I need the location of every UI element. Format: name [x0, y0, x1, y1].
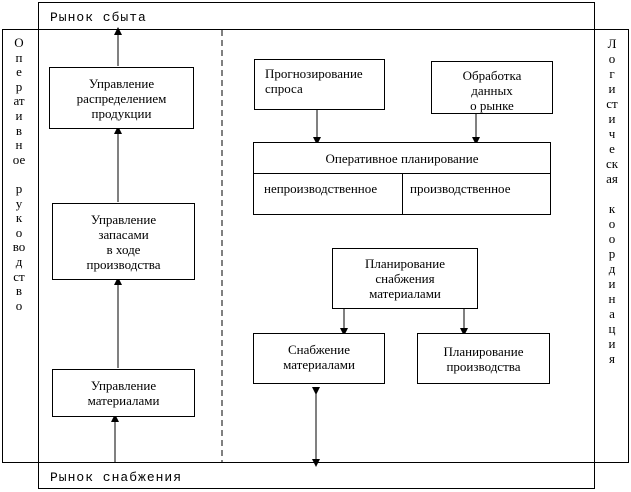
left-side-label: О п е р ат и в н ое р у к о во д ст в о	[12, 35, 26, 313]
production-cell: производственное	[410, 181, 511, 196]
right-side-label: Л о г и ст и ч е ск ая к о о р д и н а ц…	[605, 36, 619, 366]
bottom-label: Рынок снабжения	[50, 470, 183, 485]
box-production-planning: Планирование производства	[417, 333, 550, 384]
box-operational-planning: Оперативное планирование непроизводствен…	[253, 142, 551, 215]
top-label: Рынок сбыта	[50, 10, 147, 25]
box-market-data-processing: Обработка данных о рынке	[431, 61, 553, 114]
box-supply-planning: Планирование снабжения материалами	[332, 248, 478, 309]
non-production-cell: непроизводственное	[264, 181, 378, 196]
operational-planning-divider-v	[402, 173, 403, 215]
box-materials-supply: Снабжение материалами	[253, 333, 385, 384]
box-materials-management: Управление материалами	[52, 369, 195, 417]
inner-frame	[38, 2, 595, 489]
box-stock-management: Управление запасами в ходе производства	[52, 203, 195, 280]
operational-planning-title: Оперативное планирование	[325, 151, 479, 166]
box-distribution-management: Управление распределением продукции	[49, 67, 194, 129]
box-demand-forecast: Прогнозирование спроса	[254, 59, 385, 110]
